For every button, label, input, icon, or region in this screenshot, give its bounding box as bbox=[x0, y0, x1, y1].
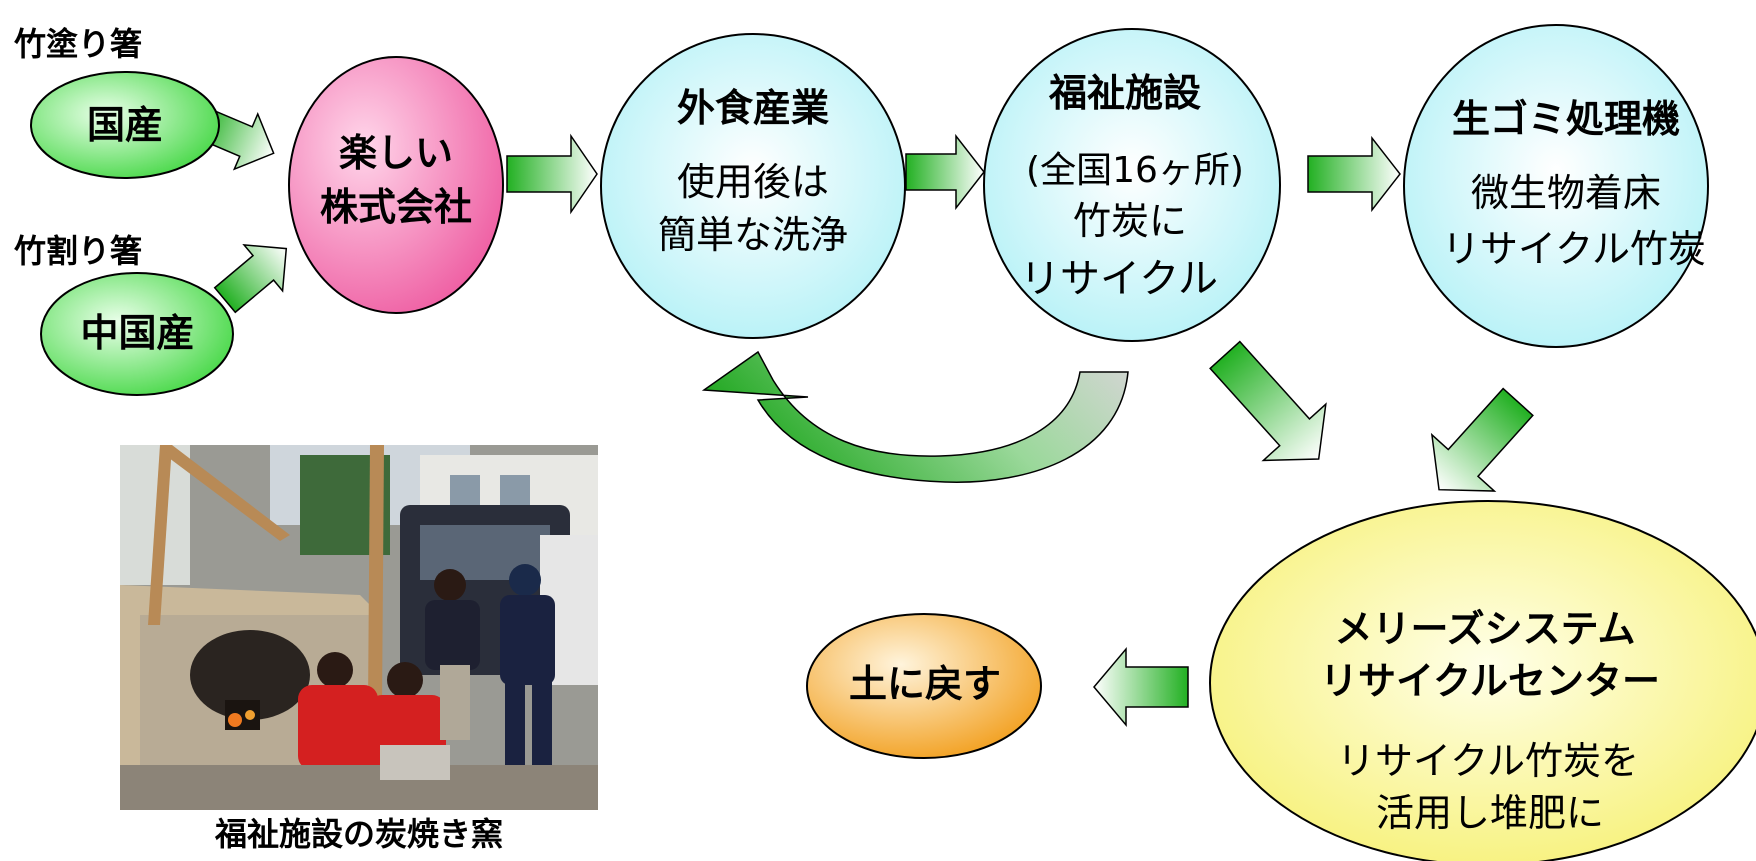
garbage-machine-title: 生ゴミ処理機 bbox=[1451, 97, 1680, 141]
welfare-title: 福祉施設 bbox=[1048, 71, 1201, 115]
company-line1: 楽しい bbox=[338, 131, 453, 175]
domestic-label: 国産 bbox=[86, 103, 163, 147]
recycle-center-line1: メリーズシステム bbox=[1334, 607, 1636, 651]
welfare-line1: (全国16ヶ所) bbox=[1026, 150, 1244, 191]
company-line2: 株式会社 bbox=[319, 185, 472, 229]
recycle-center-line4: 活用し堆肥に bbox=[1375, 791, 1604, 835]
node-garbage-machine bbox=[1403, 24, 1709, 348]
node-restaurant bbox=[600, 33, 906, 339]
label-lacquered-chopsticks: 竹塗り箸 bbox=[14, 25, 143, 63]
china-label: 中国産 bbox=[80, 311, 195, 355]
curved-return-arrow bbox=[701, 350, 1129, 483]
node-china bbox=[40, 272, 234, 396]
arrow-garbage-machine-to-center bbox=[1430, 387, 1534, 492]
charcoal-kiln-photo bbox=[120, 445, 598, 810]
node-recycle-center bbox=[1209, 500, 1756, 861]
node-welfare bbox=[983, 28, 1281, 342]
arrow-company-to-restaurant bbox=[506, 133, 598, 215]
restaurant-title: 外食産業 bbox=[676, 86, 829, 130]
recycle-center-line2: リサイクルセンター bbox=[1319, 659, 1661, 703]
node-soil bbox=[806, 613, 1042, 759]
node-domestic bbox=[30, 71, 220, 179]
welfare-line2: 竹炭に bbox=[1072, 199, 1187, 243]
node-company bbox=[288, 56, 504, 314]
restaurant-line1: 使用後は bbox=[676, 160, 829, 204]
welfare-line3: リサイクル bbox=[1020, 256, 1218, 302]
recycle-center-line3: リサイクル竹炭を bbox=[1336, 739, 1640, 783]
arrow-restaurant-to-welfare bbox=[905, 133, 985, 211]
garbage-machine-line2: リサイクル竹炭 bbox=[1441, 227, 1707, 271]
label-split-chopsticks: 竹割り箸 bbox=[14, 232, 143, 270]
restaurant-line2: 簡単な洗浄 bbox=[657, 213, 848, 257]
arrow-welfare-to-garbage-machine bbox=[1307, 135, 1401, 213]
photo-caption: 福祉施設の炭焼き窯 bbox=[214, 815, 503, 853]
arrow-china-to-company bbox=[213, 243, 288, 314]
soil-label: 土に戻す bbox=[848, 662, 1001, 706]
garbage-machine-line1: 微生物着床 bbox=[1470, 171, 1661, 215]
arrow-welfare-to-center bbox=[1209, 340, 1327, 462]
arrow-center-to-soil bbox=[1093, 646, 1189, 728]
